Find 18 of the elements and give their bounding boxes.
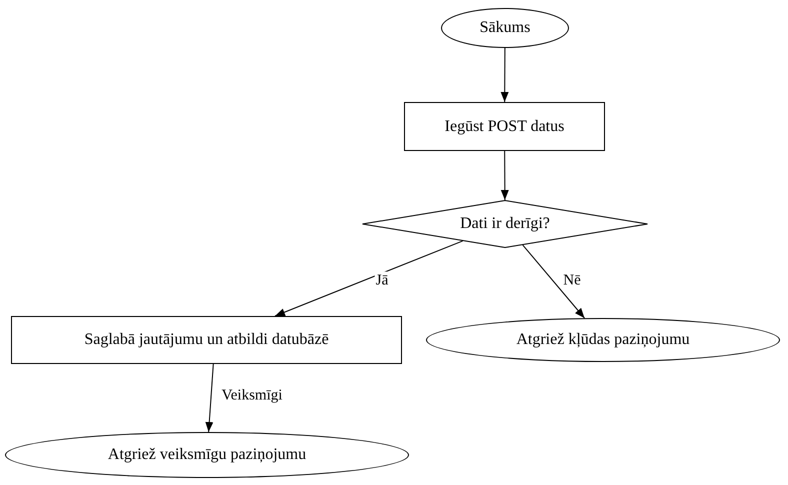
- edge-label: Veiksmīgi: [220, 386, 284, 406]
- node-label: Atgriež veiksmīgu paziņojumu: [108, 445, 306, 465]
- terminal-ellipse: [5, 432, 409, 478]
- arrow: [274, 240, 464, 316]
- decision-diamond: [362, 200, 648, 248]
- node-label: Atgriež kļūdas paziņojumu: [516, 330, 690, 350]
- node-label: Iegūst POST datus: [444, 116, 564, 136]
- arrow: [500, 48, 509, 102]
- terminal-ellipse: [426, 318, 780, 362]
- process-box: [404, 102, 605, 151]
- arrow: [500, 150, 509, 201]
- node-label: Sākums: [480, 18, 530, 38]
- node-label: Saglabā jautājumu un atbildi datubāzē: [84, 330, 329, 350]
- terminal-ellipse: [441, 8, 569, 48]
- arrow: [522, 244, 586, 319]
- node-label: Dati ir derīgi?: [460, 214, 550, 234]
- process-box: [11, 316, 402, 364]
- arrow: [205, 364, 214, 432]
